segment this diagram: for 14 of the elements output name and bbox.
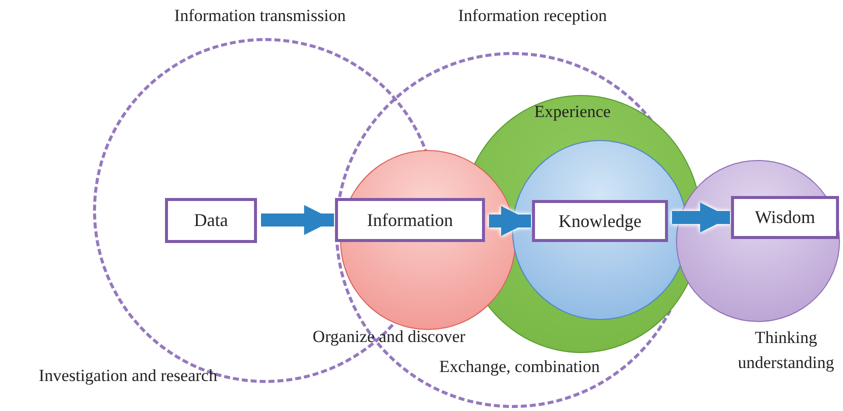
label: Information transmission [173,5,347,27]
label: Organize and discover [312,326,466,348]
arrow [261,205,334,235]
process-box: Wisdom [731,196,839,239]
label: Exchange, combination [438,356,601,378]
arrow [489,206,531,236]
process-box: Data [165,198,257,243]
process-box: Knowledge [532,200,668,242]
label: Information reception [457,5,608,27]
label: Thinking understanding [736,327,836,374]
process-box: Information [335,198,485,242]
arrow [672,202,730,232]
label: Investigation and research [38,365,218,387]
label: Experience [533,101,612,123]
